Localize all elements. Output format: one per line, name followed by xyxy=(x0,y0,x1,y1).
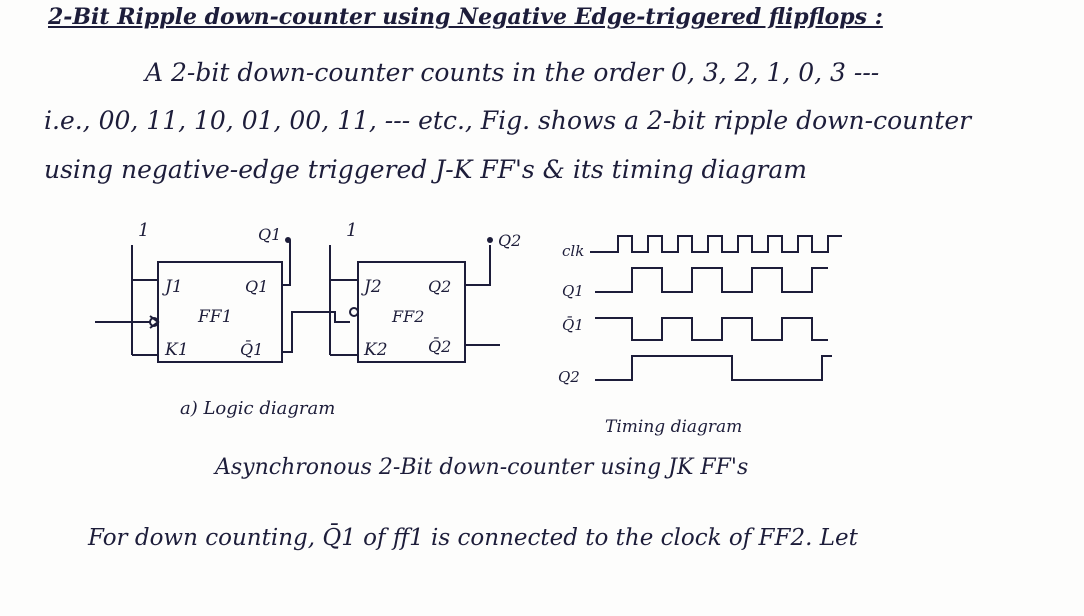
q1bar-waveform xyxy=(595,317,828,341)
q1-waveform xyxy=(595,267,828,293)
ff2-qbar-label: Q̄2 xyxy=(428,335,451,356)
ff2-j-label: J2 xyxy=(361,277,382,297)
paragraph-line-1: A 2-bit down-counter counts in the order… xyxy=(145,58,880,87)
timing-diagram-caption: Timing diagram xyxy=(605,417,742,437)
ff2-q-label: Q2 xyxy=(428,277,451,296)
ff2-k-label: K2 xyxy=(363,340,388,360)
clk-waveform xyxy=(590,235,842,253)
ff1-output-wires xyxy=(282,240,350,353)
q2-output-label: Q2 xyxy=(498,231,521,250)
paragraph-line-3: using negative-edge triggered J-K FF's &… xyxy=(44,155,807,184)
figure-caption: Asynchronous 2-Bit down-counter using JK… xyxy=(215,455,749,480)
ff2-bubble xyxy=(349,307,359,317)
ff1-label: FF1 xyxy=(197,307,232,327)
q1-label: Q1 xyxy=(562,282,584,300)
high-input-label-1: 1 xyxy=(138,220,149,241)
q1-output-label: Q1 xyxy=(258,225,281,244)
ff1-qbar-label: Q̄1 xyxy=(240,338,263,359)
ff1-bubble xyxy=(149,317,159,327)
timing-diagram: clk Q1 Q̄1 Q2 Timing diagram xyxy=(558,235,842,437)
ff1-k-label: K1 xyxy=(164,340,189,360)
ff1-q-label: Q1 xyxy=(245,277,268,296)
q2-waveform xyxy=(595,355,832,381)
logic-diagram-caption: a) Logic diagram xyxy=(180,398,335,419)
paragraph-line-2: i.e., 00, 11, 10, 01, 00, 11, --- etc., … xyxy=(44,106,972,135)
clk-label: clk xyxy=(562,242,584,260)
ff1-high-wire xyxy=(131,245,158,356)
logic-diagram: 1 J1 K1 FF1 Q1 Q̄1 Q1 1 J2 K2 FF2 Q2 Q̄2… xyxy=(95,220,521,419)
high-input-label-2: 1 xyxy=(346,220,357,241)
ff1-box xyxy=(157,261,283,363)
ff1-j-label: J1 xyxy=(162,277,183,297)
section-title: 2-Bit Ripple down-counter using Negative… xyxy=(48,4,883,30)
q1bar-label: Q̄1 xyxy=(562,316,584,334)
clock-input xyxy=(95,315,160,329)
ff2-label: FF2 xyxy=(391,307,424,326)
q2-label: Q2 xyxy=(558,368,580,386)
ff2-high-wire xyxy=(329,245,358,356)
closing-line: For down counting, Q̄1 of ff1 is connect… xyxy=(88,525,858,551)
ff2-output-wires xyxy=(465,245,500,346)
